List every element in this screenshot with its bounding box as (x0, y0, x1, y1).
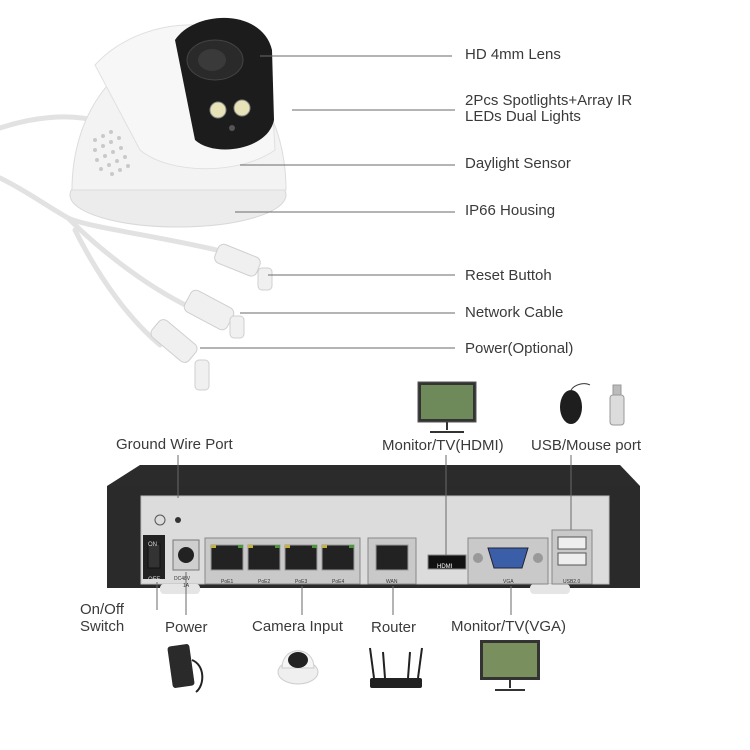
housing-callout: IP66 Housing (465, 202, 556, 219)
usb-ports (557, 536, 587, 550)
nvr-recorder (107, 465, 640, 594)
lights-callout-line2: LEDs Dual Lights (465, 108, 581, 125)
switch-off-label: OFF (148, 577, 160, 583)
hdmi-port (427, 554, 467, 570)
lights-callout-line1: 2Pcs Spotlights+Array IR (465, 92, 633, 109)
sensor-callout: Daylight Sensor (465, 155, 571, 172)
camera-callout-lines (200, 55, 455, 349)
wan-port (375, 544, 409, 571)
vga-callout: Monitor/TV(VGA) (451, 618, 567, 635)
hdmi-callout: Monitor/TV(HDMI) (382, 437, 504, 454)
switch-callout-line1: On/Off (80, 601, 124, 618)
lens-callout: HD 4mm Lens (465, 46, 561, 63)
network-callout: Network Cable (465, 304, 564, 321)
poe3-label: PoE3 (295, 579, 308, 585)
poe1-label: PoE1 (221, 579, 234, 585)
vga-port (487, 547, 529, 569)
vga-monitor-icon (480, 640, 540, 691)
poe4-label: PoE4 (332, 579, 345, 585)
poe2-label: PoE2 (258, 579, 271, 585)
power-adapter-icon (167, 644, 204, 693)
wan-label: WAN (386, 579, 398, 585)
hdmi-monitor-icon (417, 381, 477, 433)
hdmi-label: HDMI (437, 564, 453, 570)
camera-eyeball (175, 17, 274, 150)
router-icon (369, 647, 423, 688)
cable-connectors (150, 243, 273, 391)
ground-callout: Ground Wire Port (116, 436, 233, 453)
camera-input-callout: Camera Input (252, 618, 343, 635)
dc-current-label: 1A (183, 583, 190, 589)
nvr-callout-lines (156, 455, 572, 615)
usb-label: USB2.0 (563, 579, 581, 585)
dc-label: DC48V (174, 576, 191, 582)
vga-label: VGA (503, 579, 514, 585)
poe-ports (210, 544, 355, 571)
switch-on-label: ON (148, 542, 157, 548)
power-callout: Power(Optional) (465, 340, 574, 357)
usb-drive-icon (609, 384, 625, 426)
mini-dome-camera-icon (277, 650, 319, 685)
usb-callout: USB/Mouse port (531, 437, 642, 454)
switch-callout-line2: Switch (80, 618, 125, 635)
router-callout: Router (371, 619, 417, 636)
reset-callout: Reset Buttoh (465, 267, 552, 284)
mouse-icon (560, 383, 591, 424)
dome-camera (69, 17, 287, 228)
speaker-grille (93, 130, 130, 176)
power-input-callout: Power (165, 619, 208, 636)
